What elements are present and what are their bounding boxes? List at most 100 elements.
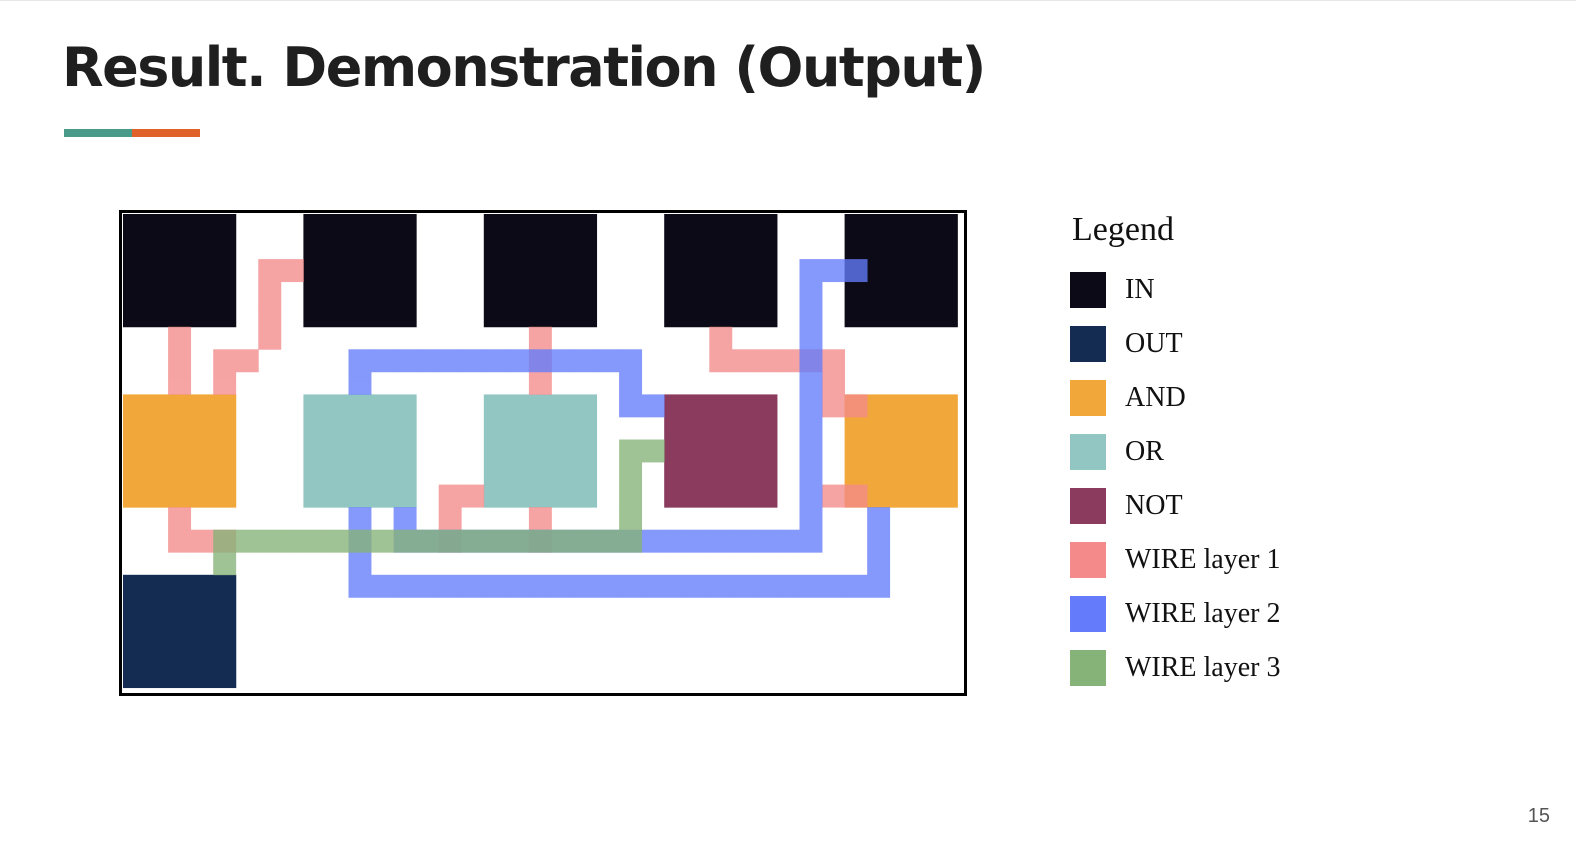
wire-cell	[844, 259, 868, 283]
component-in-1	[303, 214, 417, 328]
wire-cell	[528, 326, 552, 350]
wire-cell	[528, 371, 552, 395]
wire-cell	[664, 529, 688, 553]
legend-item-in: IN	[1070, 263, 1281, 317]
wire-cell	[596, 574, 620, 598]
wire-cell	[461, 529, 485, 553]
wire-cell	[799, 574, 823, 598]
wire-cell	[461, 349, 485, 373]
wire-cell	[619, 371, 643, 395]
wire-cell	[258, 326, 282, 350]
component-in-3	[664, 214, 778, 328]
wire-cell	[528, 574, 552, 598]
wire-cell	[371, 574, 394, 598]
legend-swatch-not	[1070, 488, 1106, 524]
wire-cell	[799, 349, 823, 373]
wire-cell	[844, 484, 868, 508]
wire-layer3-11	[213, 439, 665, 576]
wire-cell	[776, 574, 800, 598]
wire-cell	[325, 529, 349, 553]
legend-label-or: OR	[1125, 436, 1164, 467]
wire-cell	[438, 529, 462, 553]
wire-cell	[393, 529, 417, 553]
legend-label-out: OUT	[1125, 328, 1183, 359]
wire-cell	[822, 574, 845, 598]
wire-cell	[822, 394, 845, 418]
wire-cell	[619, 462, 643, 485]
component-in-0	[123, 214, 237, 328]
wire-cell	[168, 371, 192, 395]
wire-cell	[506, 529, 530, 553]
wire-cell	[799, 281, 823, 305]
wire-cell	[528, 349, 552, 373]
wire-cell	[371, 529, 394, 553]
wire-cell	[438, 507, 462, 531]
legend-swatch-or	[1070, 434, 1106, 470]
legend-label-wire3: WIRE layer 3	[1125, 652, 1281, 683]
wire-cell	[731, 529, 755, 553]
wire-cell	[213, 371, 237, 395]
wire-cell	[213, 552, 237, 576]
wire-cell	[731, 574, 755, 598]
wire-cell	[776, 349, 800, 373]
wire-cell	[393, 349, 417, 373]
legend-label-not: NOT	[1125, 490, 1183, 521]
wire-cell	[799, 484, 823, 508]
wire-cell	[528, 529, 552, 553]
wire-cell	[822, 371, 845, 395]
wire-cell	[438, 484, 462, 508]
wire-cell	[190, 529, 214, 553]
wire-cell	[799, 371, 823, 395]
wire-cell	[551, 574, 575, 598]
wire-cell	[664, 574, 688, 598]
wire-cell	[416, 574, 440, 598]
wire-cell	[506, 574, 530, 598]
wire-cell	[416, 529, 440, 553]
accent-segment-orange	[132, 129, 200, 137]
wire-cell	[258, 304, 282, 328]
wire-cell	[619, 574, 643, 598]
wire-cell	[686, 529, 710, 553]
wire-cell	[416, 349, 440, 373]
wire-cell	[168, 529, 192, 553]
wire-cell	[461, 484, 485, 508]
wire-cell	[641, 394, 665, 418]
wire-cell	[619, 507, 643, 531]
wire-cell	[393, 574, 417, 598]
legend-swatch-wire1	[1070, 542, 1106, 578]
circuit-diagram	[119, 210, 967, 696]
wire-cell	[596, 529, 620, 553]
wire-cell	[686, 574, 710, 598]
wire-cell	[799, 529, 823, 553]
component-or-7	[483, 394, 598, 508]
wire-cell	[822, 349, 845, 373]
wire-cell	[213, 349, 237, 373]
wire-cell	[709, 529, 733, 553]
wire-cell	[168, 507, 192, 531]
wire-cell	[348, 371, 372, 395]
accent-segment-teal	[64, 129, 132, 137]
wire-cell	[776, 529, 800, 553]
wire-cell	[709, 326, 733, 350]
wire-cell	[709, 349, 733, 373]
legend-item-out: OUT	[1070, 317, 1281, 371]
wire-cell	[348, 507, 372, 531]
wire-cell	[506, 349, 530, 373]
wire-cell	[348, 574, 372, 598]
legend-item-or: OR	[1070, 425, 1281, 479]
wire-cell	[235, 349, 259, 373]
wire-cell	[235, 529, 259, 553]
wire-cell	[393, 507, 417, 531]
legend-item-wire1: WIRE layer 1	[1070, 533, 1281, 587]
wire-cell	[438, 574, 462, 598]
wire-cell	[641, 574, 665, 598]
legend-title: Legend	[1072, 211, 1174, 248]
wire-layer2-8	[348, 349, 665, 418]
wire-cell	[799, 507, 823, 531]
wire-cell	[799, 259, 823, 283]
legend-swatch-in	[1070, 272, 1106, 308]
legend-item-wire2: WIRE layer 2	[1070, 587, 1281, 641]
wire-cell	[551, 529, 575, 553]
wire-cell	[596, 349, 620, 373]
wire-cell	[528, 507, 552, 531]
